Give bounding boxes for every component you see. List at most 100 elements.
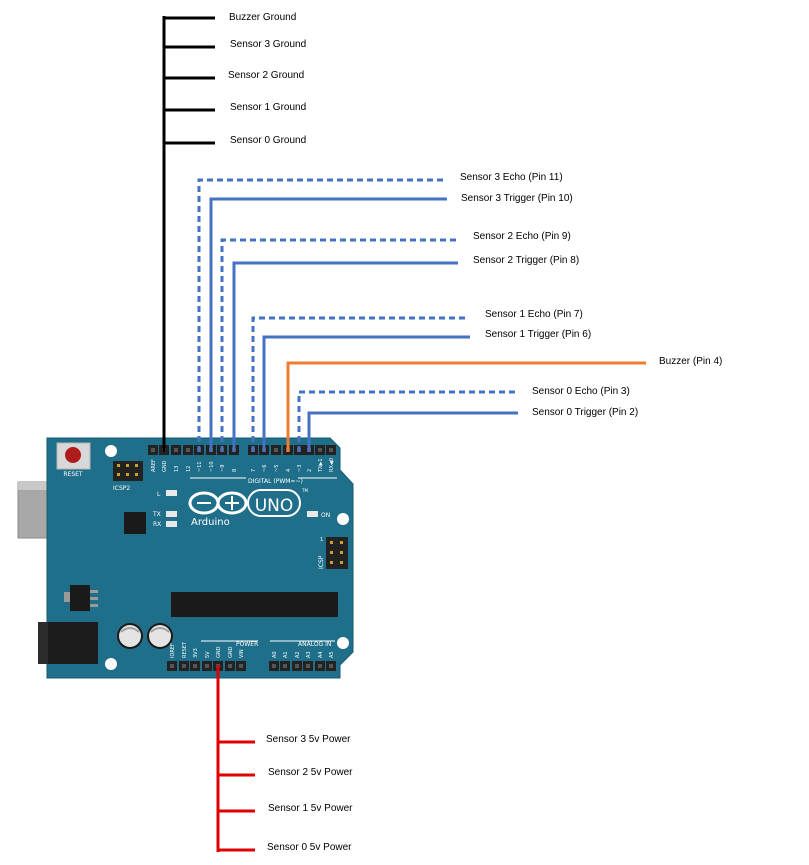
analog-pin-label: A0 (272, 651, 278, 658)
sensor3-echo-wire (197, 178, 445, 452)
analog-label: ANALOG IN (298, 641, 331, 648)
ground-wires (162, 16, 215, 452)
brand-label: Arduino (191, 517, 230, 528)
analog-pin-label: A3 (306, 651, 312, 658)
digital-pin-hole (329, 448, 333, 452)
led-rx-label: RX (153, 521, 161, 528)
digital-pin-label: ~6 (262, 465, 268, 472)
digital-pin-label: ~9 (220, 465, 226, 472)
digital-pin-label: RX◀0 (329, 458, 335, 472)
sensor1-echo-label: Sensor 1 Echo (Pin 7) (485, 309, 583, 320)
power-pin-label: GND (228, 646, 234, 658)
digital-pin-hole (318, 448, 322, 452)
analog-pin-hole (329, 664, 333, 668)
sensor0-trigger-wire (307, 411, 518, 452)
sensor2-power-label: Sensor 2 5v Power (268, 767, 353, 778)
analog-pin-hole (318, 664, 322, 668)
sensor1-trigger-label: Sensor 1 Trigger (Pin 6) (485, 329, 592, 340)
analog-pin-label: A5 (329, 651, 335, 658)
digital-pin-label: 8 (232, 469, 238, 472)
digital-pin-label: 13 (174, 466, 180, 472)
sensor3-trigger-wire (209, 197, 447, 452)
power-pin-label: 5V (205, 651, 211, 658)
power-pin-hole (228, 664, 232, 668)
digital-pin-label: ~11 (197, 461, 203, 472)
model-label: UNO (255, 496, 294, 516)
led-on (307, 511, 318, 517)
power-pin-hole (239, 664, 243, 668)
power-wires (216, 665, 255, 852)
uno-badge (247, 489, 301, 517)
analog-pin-label: A1 (283, 651, 289, 658)
power-pin-hole (170, 664, 174, 668)
sensor2-echo-label: Sensor 2 Echo (Pin 9) (473, 231, 571, 242)
digital-pin-label: 7 (251, 469, 257, 472)
icsp-label: ICSP (318, 555, 325, 569)
digital-pin-label: ~10 (209, 461, 215, 472)
power-pin-hole (193, 664, 197, 668)
buzzer-ground-label: Buzzer Ground (229, 12, 297, 23)
sensor0-ground-label: Sensor 0 Ground (230, 135, 307, 146)
led-rx (166, 521, 177, 527)
digital-pin-label: ~5 (274, 465, 280, 472)
buzzer-signal-wire (286, 361, 646, 452)
trademark-label: TM (301, 488, 308, 493)
sensor3-power-label: Sensor 3 5v Power (266, 734, 351, 745)
usb-chip (124, 512, 146, 534)
mount-hole (105, 658, 117, 670)
signal-wires (197, 178, 518, 452)
mount-hole (337, 637, 349, 649)
sensor2-trigger-label: Sensor 2 Trigger (Pin 8) (473, 255, 580, 266)
mount-hole (105, 445, 117, 457)
digital-pin-hole (274, 448, 278, 452)
buzzer-pin-label: Buzzer (Pin 4) (659, 356, 723, 367)
capacitor (147, 623, 173, 649)
arduino-uno-board: RESET ICSP2 L TX RX Arduino UNO TM (17, 437, 354, 679)
analog-pin-hole (272, 664, 276, 668)
analog-pin-hole (306, 664, 310, 668)
power-pin-hole (182, 664, 186, 668)
capacitor (117, 623, 143, 649)
sensor1-power-label: Sensor 1 5v Power (268, 803, 353, 814)
analog-pin-label: A4 (318, 651, 324, 658)
digital-pin-hole (151, 448, 155, 452)
power-pin-label: GND (216, 646, 222, 658)
sensor0-power-label: Sensor 0 5v Power (267, 842, 352, 853)
icsp-header (326, 537, 348, 569)
voltage-regulator (70, 585, 90, 611)
mcu-chip (171, 592, 338, 617)
power-pin-label: 3V3 (193, 648, 199, 658)
analog-pin-label: A2 (295, 651, 301, 658)
board-body (46, 437, 354, 679)
digital-label: DIGITAL (PWM=~) (248, 478, 303, 485)
power-pin-label: IOREF (170, 643, 176, 658)
power-label: POWER (236, 641, 258, 648)
on-label: ON (321, 512, 330, 519)
arduino-logo-icon (188, 491, 248, 515)
reset-label: RESET (63, 471, 83, 478)
digital-pin-label: 12 (186, 466, 192, 472)
sensor3-ground-label: Sensor 3 Ground (230, 39, 307, 50)
digital-pin-label: GND (162, 460, 168, 472)
analog-pin-hole (283, 664, 287, 668)
led-tx (166, 511, 177, 517)
digital-pin-hole (186, 448, 190, 452)
digital-pin-label: ~3 (297, 465, 303, 472)
digital-pin-label: 2 (307, 469, 313, 472)
sensor1-ground-label: Sensor 1 Ground (230, 102, 307, 113)
power-pin-hole (205, 664, 209, 668)
sensor0-echo-wire (297, 390, 518, 452)
analog-pin-hole (295, 664, 299, 668)
digital-pin-hole (174, 448, 178, 452)
digital-pin-label: TX▶1 (318, 458, 324, 473)
icsp-pin-label: 1 (320, 537, 323, 543)
sensor2-ground-label: Sensor 2 Ground (228, 70, 305, 81)
sensor1-echo-wire (251, 316, 469, 452)
sensor2-echo-wire (220, 238, 457, 452)
power-pin-label: VIN (239, 649, 245, 658)
sensor3-trigger-label: Sensor 3 Trigger (Pin 10) (461, 193, 573, 204)
sensor3-echo-label: Sensor 3 Echo (Pin 11) (460, 172, 563, 183)
sensor0-echo-label: Sensor 0 Echo (Pin 3) (532, 386, 630, 397)
